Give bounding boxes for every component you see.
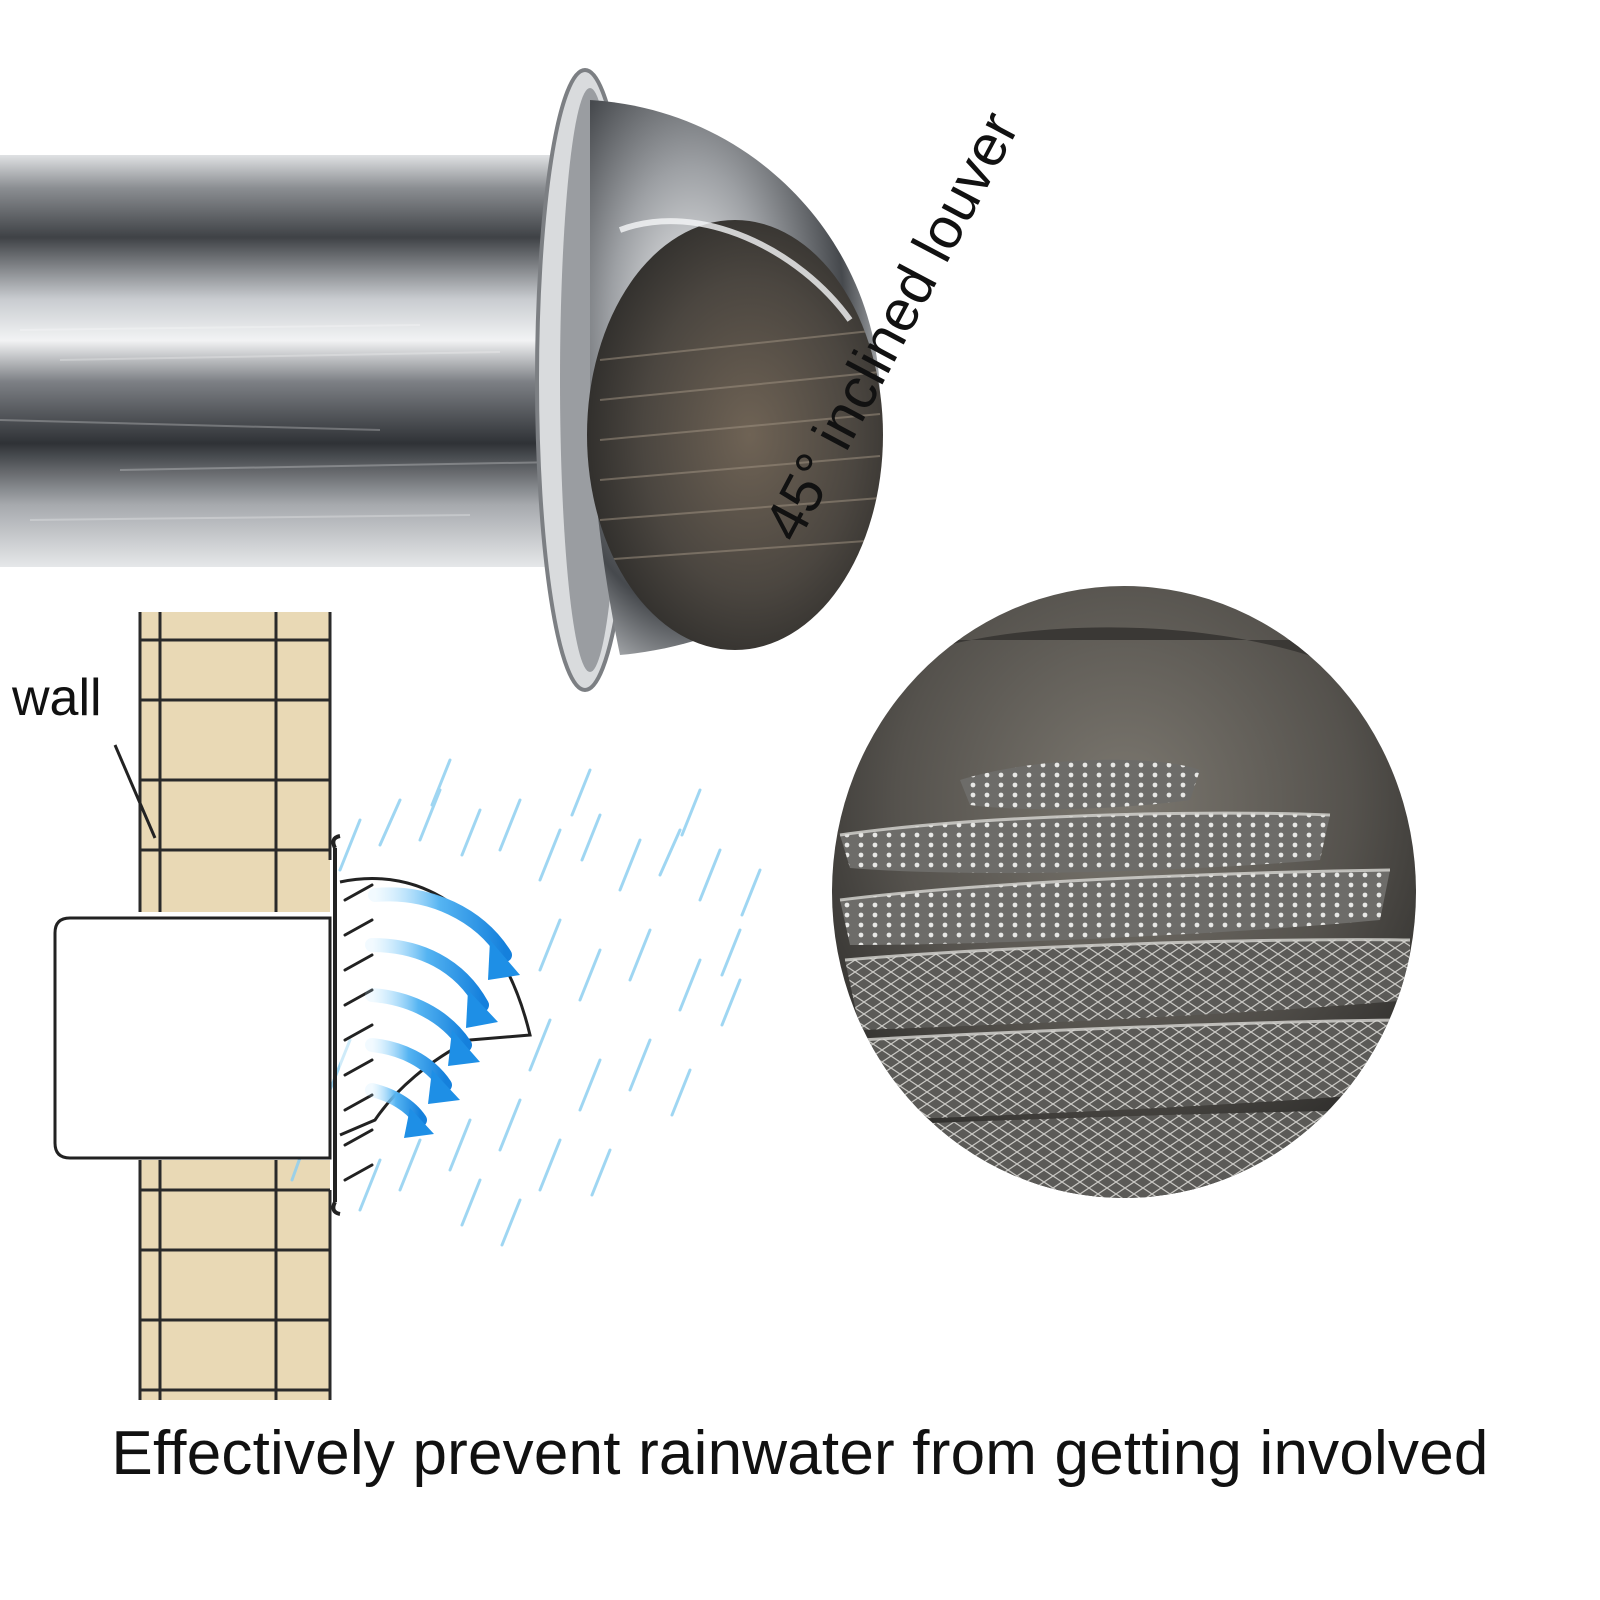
closeup-photo [832,586,1416,1198]
wall-label: wall [12,669,102,727]
rain-streaks [280,758,762,1247]
product-photo [0,68,883,692]
wall-diagram [53,612,762,1400]
wall-leader-line [113,744,157,839]
caption-text: Effectively prevent rainwater from getti… [111,1419,1489,1488]
